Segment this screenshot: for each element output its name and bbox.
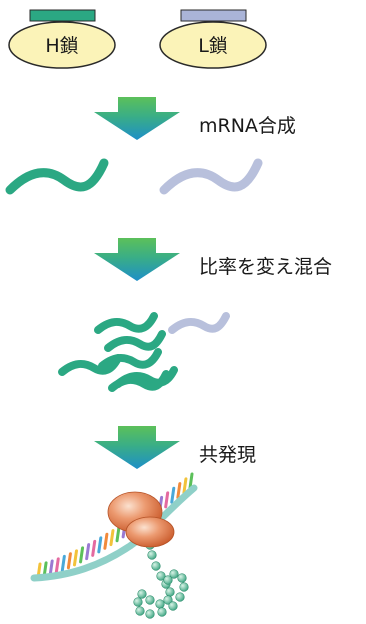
step-label-coexpression: 共発現 — [199, 444, 257, 466]
peptide-bead — [155, 599, 165, 609]
peptide-bead — [175, 592, 185, 602]
codon-tick — [176, 482, 182, 500]
peptide-bead — [133, 597, 143, 607]
ribosome-icon — [107, 491, 175, 548]
peptide-bead — [145, 595, 155, 605]
heavy-chain-pill — [8, 21, 116, 69]
peptide-bead — [156, 571, 166, 581]
heavy-mrna-wave — [98, 348, 162, 370]
peptide-bead — [157, 607, 167, 617]
gradient-down-arrow-icon — [94, 238, 180, 281]
peptide-bead — [168, 601, 178, 611]
heavy-mrna-wave — [94, 312, 158, 334]
peptide-chain-bead-chain-icon — [133, 540, 189, 619]
peptide-bead — [135, 606, 145, 616]
codon-tick — [72, 549, 78, 567]
codon-tick — [109, 529, 115, 547]
step-label-mrna-synthesis: mRNA合成 — [199, 115, 296, 137]
step-label-ratio-mixing: 比率を変え混合 — [199, 256, 333, 278]
heavy-mrna-wave — [104, 330, 166, 352]
peptide-bead — [179, 582, 189, 592]
peptide-bead — [151, 561, 161, 571]
codon-tick — [103, 532, 109, 550]
codon-tick — [97, 536, 103, 554]
gradient-down-arrow-icon — [94, 426, 180, 469]
heavy-chain-label: H鎖 — [45, 35, 78, 57]
step-arrow-1 — [94, 97, 180, 140]
heavy-mrna-wave — [58, 354, 122, 376]
codon-tick — [164, 491, 170, 509]
codon-tick — [170, 486, 176, 504]
step-arrow-2 — [94, 238, 180, 281]
codon-tick — [79, 546, 85, 564]
heavy-mrna-wave — [5, 158, 109, 195]
light-chain-bar — [180, 9, 247, 22]
heavy-chain: H鎖 — [8, 9, 116, 69]
mrna-pair — [5, 158, 263, 195]
peptide-bead — [147, 550, 157, 560]
heavy-mrna-wave — [108, 370, 170, 392]
peptide-bead — [169, 569, 179, 579]
mixed-mrna-cluster — [58, 312, 230, 392]
light-chain: L鎖 — [159, 9, 267, 69]
gradient-down-arrow-icon — [94, 97, 180, 140]
light-mrna-wave — [159, 158, 263, 195]
light-mrna-wave — [168, 312, 230, 334]
peptide-bead — [137, 589, 147, 599]
codon-tick — [188, 472, 194, 490]
codon-tick — [91, 539, 97, 557]
mrna-backbone — [30, 484, 198, 582]
heavy-chain-bar — [29, 9, 96, 22]
peptide-bead — [165, 587, 175, 597]
step-arrow-3 — [94, 426, 180, 469]
codon-tick — [60, 554, 66, 572]
codon-tick — [85, 543, 91, 561]
light-chain-label: L鎖 — [198, 35, 228, 57]
peptide-bead — [163, 595, 173, 605]
ribosome-small-subunit — [125, 516, 175, 548]
codon-tick — [48, 559, 54, 577]
codon-tick — [54, 557, 60, 575]
translation-scene — [30, 472, 198, 619]
codon-tick — [115, 525, 121, 543]
light-chain-pill — [159, 21, 267, 69]
peptide-bead — [145, 609, 155, 619]
codon-tick — [182, 477, 188, 495]
codon-tick — [66, 552, 72, 570]
peptide-bead — [177, 573, 187, 583]
peptide-bead — [163, 575, 173, 585]
